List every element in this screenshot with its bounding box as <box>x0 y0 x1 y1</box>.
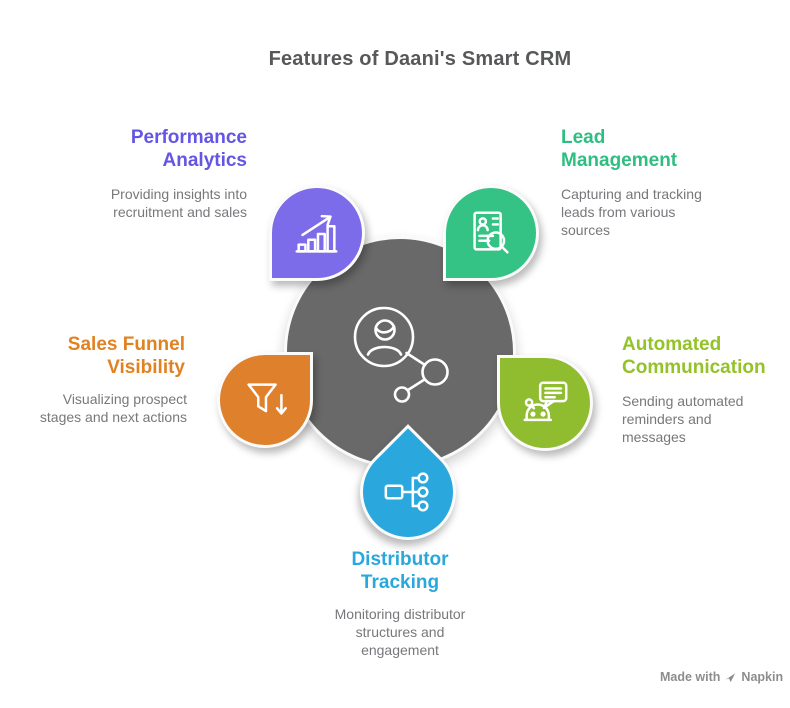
funnel-down-icon <box>238 373 292 427</box>
person-network-icon <box>353 306 449 403</box>
watermark-prefix: Made with <box>660 670 721 684</box>
feature-description-lead-management: Capturing and tracking leads from variou… <box>561 186 702 238</box>
petal-distributor-tracking <box>340 424 476 560</box>
feature-description-automated-communication: Sending automated reminders and messages <box>622 393 744 445</box>
petal-automated-communication <box>497 355 593 451</box>
petal-lead-management <box>443 185 539 281</box>
petal-sales-funnel-visibility <box>217 352 313 448</box>
petal-performance-analytics <box>269 185 365 281</box>
feature-description-performance-analytics: Providing insights into recruitment and … <box>110 186 247 220</box>
bar-chart-growth-icon <box>290 206 344 260</box>
contact-search-icon <box>464 206 518 260</box>
feature-heading-performance-analytics: Performance Analytics <box>130 127 247 171</box>
napkin-watermark-link[interactable]: Made with Napkin <box>660 670 783 684</box>
feature-description-distributor-tracking: Monitoring distributor structures and en… <box>334 606 466 658</box>
napkin-pen-icon <box>725 672 736 682</box>
chatbot-message-icon <box>518 376 572 430</box>
org-chart-icon <box>381 465 435 519</box>
feature-heading-distributor-tracking: Distributor Tracking <box>351 549 449 593</box>
feature-heading-lead-management: Lead Management <box>561 127 678 171</box>
page-title: Features of Daani's Smart CRM <box>268 48 572 70</box>
feature-heading-sales-funnel-visibility: Sales Funnel Visibility <box>67 334 185 378</box>
watermark-brand: Napkin <box>741 670 784 684</box>
feature-heading-automated-communication: Automated Communication <box>622 334 766 378</box>
feature-description-sales-funnel-visibility: Visualizing prospect stages and next act… <box>39 391 187 425</box>
